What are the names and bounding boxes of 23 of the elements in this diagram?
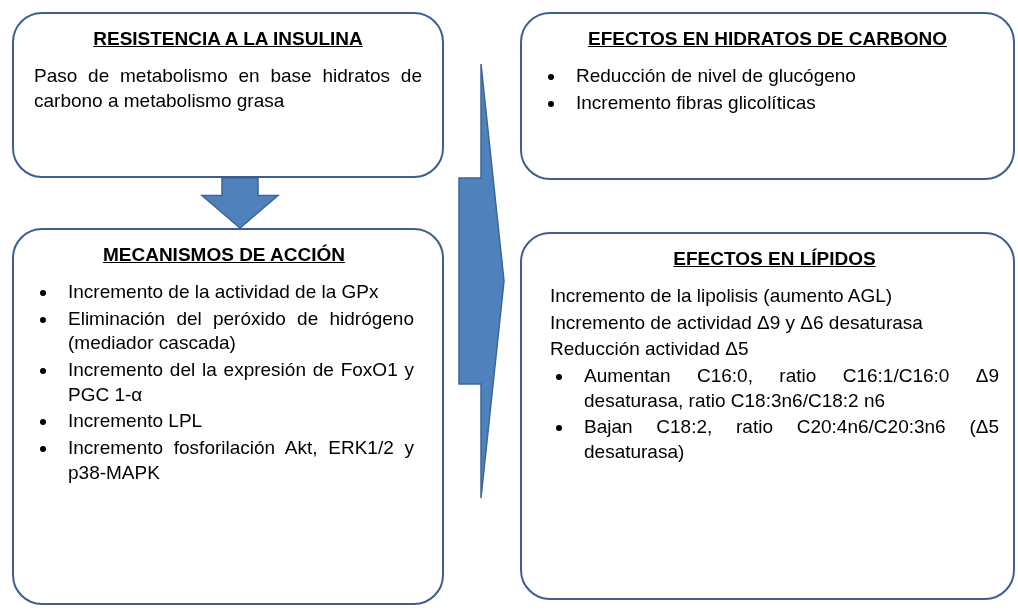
box-heading: RESISTENCIA A LA INSULINA [92, 28, 364, 50]
rounded-box [12, 228, 444, 605]
rounded-box [520, 12, 1015, 180]
body-text: Incremento de la lipolisis (aumento AGL) [550, 284, 894, 308]
block-arrow [458, 63, 505, 499]
bullet-text: Reducción de nivel de glucógeno [576, 65, 856, 86]
bullet-text: Incremento fibras glicolíticas [576, 91, 816, 113]
bullet-text: Bajan C18:2, ratio C20:4n6/C20:3n6 (Δ5 desaturasa) [584, 416, 999, 463]
body-text: Paso de metabolismo en base hidratos de carbono a metabolismo grasa [34, 64, 422, 113]
body-text: Reducción actividad Δ5 [550, 337, 750, 362]
bullet-text: Incremento de la actividad de la GPx [68, 281, 379, 302]
bullet-text: Incremento LPL [68, 410, 203, 432]
box-heading: EFECTOS EN HIDRATOS DE CARBONO [587, 28, 948, 50]
bullet-text: Eliminación del peróxido de hidrógeno (mediador cascada) [68, 307, 414, 354]
rounded-box [12, 12, 444, 178]
bullet-text: Incremento fosforilación Akt, ERK1/2 y p38-MAPK [68, 437, 414, 483]
block-arrow [199, 177, 281, 229]
box-heading: MECANISMOS DE ACCIÓN [101, 244, 347, 266]
body-text: Incremento de actividad Δ9 y Δ6 desaturasa [550, 310, 924, 335]
box-heading: EFECTOS EN LÍPIDOS [672, 248, 877, 270]
bullet-text: Incremento del la expresión de FoxO1 y PGC 1-α [68, 359, 414, 405]
rounded-box [520, 232, 1015, 600]
bullet-text: Aumentan C16:0, ratio C16:1/C16:0 Δ9 desaturasa, ratio C18:3n6/C18:2 n6 [584, 365, 999, 411]
